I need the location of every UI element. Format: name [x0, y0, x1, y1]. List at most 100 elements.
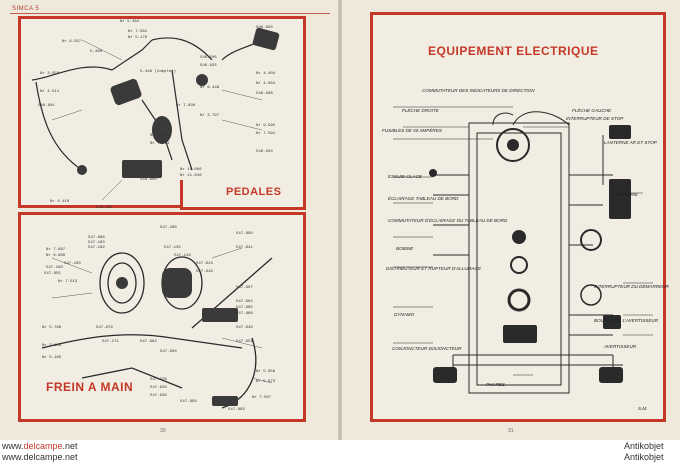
- part-label: 5.446 (Complet): [140, 70, 177, 74]
- part-label: Nr 5.185: [42, 356, 62, 360]
- part-label: Nr 4.864: [256, 82, 276, 86]
- part-label: Nr 7.886: [150, 134, 170, 138]
- part-label: 546.504: [256, 150, 273, 154]
- part-label: 547.966: [236, 312, 253, 316]
- part-label: Nr 5.178: [128, 36, 148, 40]
- part-label: 547.818: [196, 270, 213, 274]
- page-number-left: 30: [160, 428, 166, 434]
- label-bouton-avertisseur: BOUTON DE L'AVERTISSEUR: [594, 318, 659, 323]
- label-batterie: BATTERIE: [616, 192, 639, 197]
- frein-a-main-title: FREIN A MAIN: [46, 380, 134, 394]
- watermark-bottom-left[interactable]: www.delcampe.net: [2, 452, 78, 462]
- page-header: SIMCA 5: [12, 6, 40, 12]
- part-label: 546.625: [200, 64, 217, 68]
- part-label: 546.501: [96, 206, 113, 210]
- part-label: Nr 3.558: [40, 72, 60, 76]
- right-page: EQUIPEMENT ELECTRIQUE: [340, 0, 680, 440]
- label-commutateur: COMMUTATEUR DES INDICATEURS DE DIRECTION: [422, 88, 535, 93]
- left-page: SIMCA 5: [0, 0, 340, 440]
- part-label: 547.200: [160, 226, 177, 230]
- label-avertisseur: AVERTISSEUR: [604, 344, 637, 349]
- part-label: 547.168: [46, 266, 63, 270]
- part-label: 547.907: [236, 286, 253, 290]
- frein-panel: [18, 212, 306, 422]
- pedales-title: PEDALES: [226, 186, 282, 198]
- part-label: 547.890: [236, 232, 253, 236]
- part-label: 547.951: [236, 340, 253, 344]
- part-label: Nr 5.956: [256, 370, 276, 374]
- part-label: Nr 7.873: [150, 142, 170, 146]
- label-lanterne: LANTERNE AR ET STOP: [604, 140, 657, 145]
- label-fusibles: FUSIBLES DE 50 AMPÈRES: [382, 128, 442, 133]
- part-label: Nr 4.418: [50, 200, 70, 204]
- label-distributeur: DISTRIBUTEUR ET RUPTEUR D'ALLUMAGE: [386, 266, 482, 271]
- part-label: Nr 7.830: [176, 104, 196, 108]
- part-label: Nr 9.595: [256, 124, 276, 128]
- part-label: 546.600: [140, 178, 157, 182]
- label-conjoncteur: CONJONCTEUR-DISJONCTEUR: [392, 346, 462, 351]
- part-label: 547.886: [88, 236, 105, 240]
- part-label: Nr 3.797: [200, 114, 220, 118]
- part-label: 547.841: [236, 246, 253, 250]
- part-label: Nr 9.597: [62, 40, 82, 44]
- part-label: 547.930: [150, 394, 167, 398]
- part-label: 547.949: [236, 326, 253, 330]
- part-label: Nr 11.096: [180, 168, 202, 172]
- part-label: 547.171: [102, 340, 119, 344]
- part-label: 547.855: [44, 272, 61, 276]
- pedales-diagram: [31, 27, 280, 201]
- label-commutateur-eclairage: COMMUTATEUR D'ÉCLAIRAGE DU TABLEAU DE BO…: [388, 218, 508, 223]
- wiring-diagram: [393, 106, 653, 394]
- watermark-top-right[interactable]: Antikobjet: [624, 441, 664, 451]
- electric-title: EQUIPEMENT ELECTRIQUE: [428, 44, 599, 58]
- part-label: Nr 5.973: [256, 380, 276, 384]
- label-interrupteur-stop: INTERRUPTEUR DE STOP: [566, 116, 624, 121]
- part-label: Nr 8.448: [200, 86, 220, 90]
- frein-diagram: [41, 247, 273, 409]
- page-number-right: 31: [508, 428, 514, 434]
- label-essuie-glace: ESSUIE-GLACE: [388, 174, 422, 179]
- part-label: 547.879: [96, 326, 113, 330]
- part-label: Nr 7.513: [58, 280, 78, 284]
- pedales-panel-extension: [180, 180, 306, 210]
- signature: S.M.: [638, 406, 648, 411]
- part-label: 547.116: [174, 254, 191, 258]
- part-label: Nr 7.839: [42, 344, 62, 348]
- label-phares: PHARES: [486, 382, 505, 387]
- part-label: Nr 7.581: [128, 30, 148, 34]
- header-rule: [10, 13, 330, 14]
- part-label: 546.850: [256, 26, 273, 30]
- part-label: Nr 4.511: [40, 90, 60, 94]
- part-label: 546.601: [38, 104, 55, 108]
- watermark-bottom-right[interactable]: Antikobjet: [624, 452, 664, 462]
- part-label: 546.508: [256, 92, 273, 96]
- part-label: 547.982: [140, 340, 157, 344]
- label-eclairage: ÉCLAIRAGE TABLEAU DE BORD: [388, 196, 459, 201]
- part-label: Nr 7.887: [46, 248, 66, 252]
- part-label: 547.950: [180, 400, 197, 404]
- part-label: 546.505: [200, 56, 217, 60]
- part-label: Nr 5.788: [42, 326, 62, 330]
- watermark-top-left[interactable]: www.delcampe.net: [2, 441, 78, 451]
- part-label: Nr 5.464: [120, 20, 140, 24]
- magazine-spread: SIMCA 5: [0, 0, 680, 440]
- part-label: 547.928: [150, 378, 167, 382]
- label-interrupteur-demarreur: INTERRUPTEUR DU DÉMARREUR: [594, 284, 669, 289]
- label-dynamo: DYNAMO: [394, 312, 415, 317]
- page-gutter: [338, 0, 342, 440]
- part-label: Nr 4.404: [256, 72, 276, 76]
- label-fleche-gauche: FLÈCHE GAUCHE: [572, 108, 612, 113]
- part-label: 547.180: [64, 262, 81, 266]
- part-label: 547.883: [228, 408, 245, 412]
- pedales-panel: [18, 16, 306, 208]
- part-label: Nr 7.507: [252, 396, 272, 400]
- label-fleche-droite: FLÈCHE DROITE: [402, 108, 439, 113]
- part-label: Nr 11.046: [180, 174, 202, 178]
- part-label: 547.904: [160, 350, 177, 354]
- part-label: 547.929: [150, 386, 167, 390]
- part-label: 547.813: [196, 262, 213, 266]
- part-label: Nr 7.591: [256, 132, 276, 136]
- part-label: 547.183: [88, 241, 105, 245]
- part-label: 5.468: [90, 50, 103, 54]
- label-bobine: BOBINE: [396, 246, 414, 251]
